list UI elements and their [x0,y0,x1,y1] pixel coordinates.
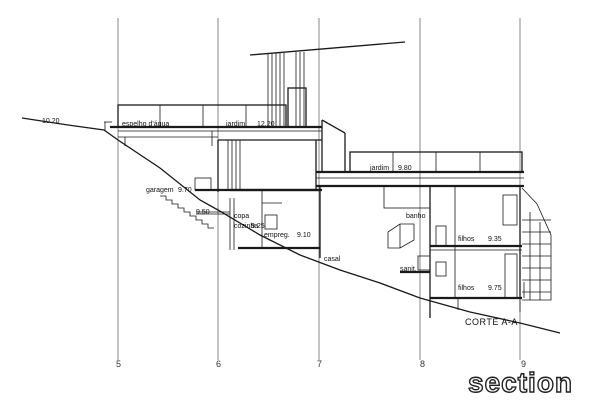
room-label-copa: copa [234,213,249,220]
room-label-jardim-upper: jardim [225,121,245,128]
room-label-filhos-lower: filhos [458,285,475,292]
room-label-banho: banho [406,213,426,220]
upper-terrace [110,104,322,146]
grid-axis-label: 7 [317,359,322,369]
level-label: 9.25 [251,223,265,230]
level-label: 9.35 [488,236,502,243]
room-label-jardim-lower: jardim [369,165,389,172]
section-title: CORTE A-A [465,317,518,327]
room-label-filhos-upper: filhos [458,236,475,243]
room-label-sanit: sanit. [400,266,417,273]
level-label: 9.75 [488,285,502,292]
grid-axis-label: 6 [216,359,221,369]
level-label: 9.50 [196,209,210,216]
grid-axis-label: 5 [116,359,121,369]
level-label: 10.20 [42,118,60,125]
casal-level [387,223,431,274]
room-label-espelho: espelho d'água [122,121,169,128]
level-label: 9.10 [297,232,311,239]
level-label: 12.20 [257,121,275,128]
tall-volume [249,41,406,172]
garage-stairs [160,195,235,250]
level-label: 9.70 [178,187,192,194]
room-label-cozinha: cozinha [234,223,258,230]
stair-tower [521,187,552,301]
room-label-empreg: empreg. [264,232,290,239]
level-label: 9.80 [398,165,412,172]
grid-axis-label: 8 [420,359,425,369]
room-label-garagem: garagem [146,187,174,194]
terrain-line [21,117,561,334]
watermark-text: section [468,367,573,398]
room-label-casal: casal [324,256,341,263]
main-body [194,139,322,192]
bedroom-block [319,185,522,300]
foundations [429,298,521,318]
grid-axis-label: 9 [521,359,526,369]
